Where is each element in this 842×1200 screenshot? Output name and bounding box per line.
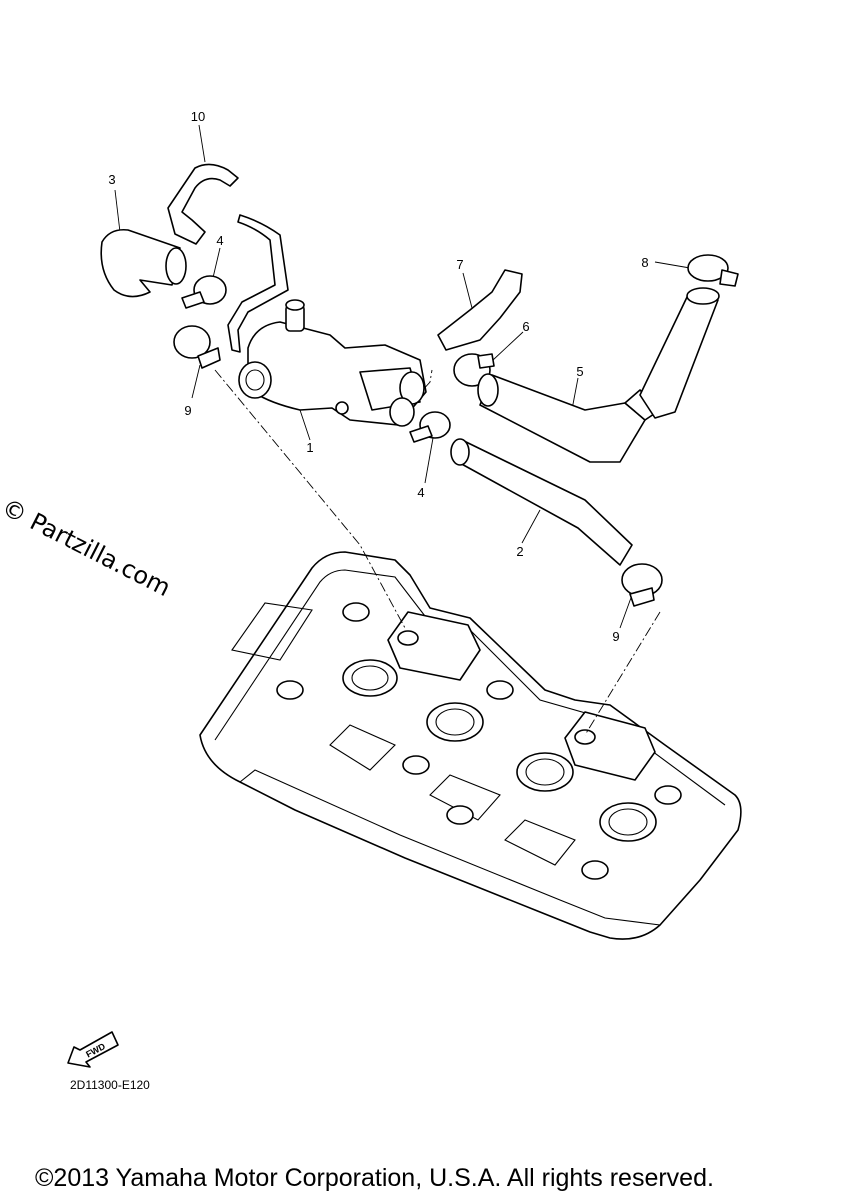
callout-labels: 1 2 3 4 4 5 6 7 8 9 9 10	[108, 109, 648, 644]
callout-2: 2	[516, 544, 523, 559]
bracket-10	[167, 163, 239, 245]
clamp-9-right	[621, 563, 663, 607]
plate-7	[437, 269, 523, 351]
callout-9-left: 9	[184, 403, 191, 418]
cylinder-head-cover	[199, 551, 742, 940]
clamp-4-upper	[181, 275, 227, 309]
hose-2	[450, 438, 633, 566]
clamp-4-lower	[409, 411, 451, 443]
callout-4-upper: 4	[216, 233, 223, 248]
callout-10: 10	[191, 109, 205, 124]
copyright-notice: ©2013 Yamaha Motor Corporation, U.S.A. A…	[35, 1164, 714, 1192]
callout-5: 5	[576, 364, 583, 379]
callout-9-right: 9	[612, 629, 619, 644]
hose-8-cap	[639, 254, 739, 419]
drawing-code: 2D11300-E120	[70, 1078, 150, 1092]
callout-4-lower: 4	[417, 485, 424, 500]
callout-6: 6	[522, 319, 529, 334]
air-cutoff-valve-1	[238, 299, 427, 427]
callout-8: 8	[641, 255, 648, 270]
hose-3	[100, 228, 187, 298]
clamp-9-left	[173, 325, 221, 369]
fwd-arrow-icon: FWD	[67, 1031, 119, 1068]
callout-3: 3	[108, 172, 115, 187]
callout-7: 7	[456, 257, 463, 272]
hose-5	[477, 373, 661, 463]
callout-1: 1	[306, 440, 313, 455]
